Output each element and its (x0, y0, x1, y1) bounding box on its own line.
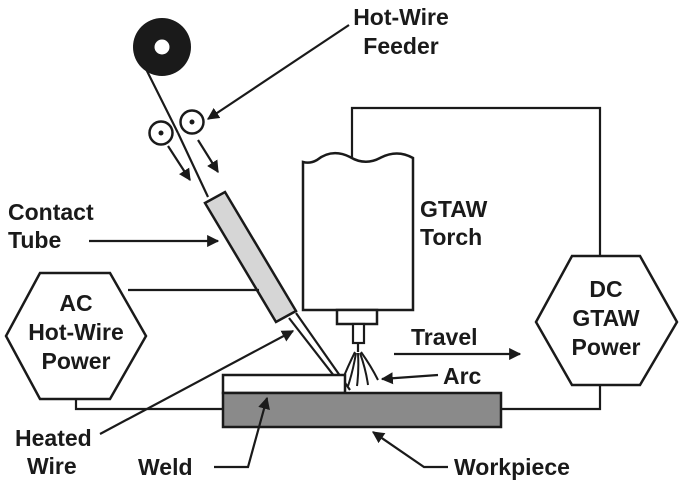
weld-pointer (214, 396, 270, 469)
label-heated-wire-1: Heated (15, 425, 92, 451)
arc-pointer (380, 372, 439, 385)
label-contact-tube-1: Contact (8, 199, 94, 225)
gtaw-torch (301, 151, 415, 352)
label-heated-wire-2: Wire (27, 453, 77, 479)
label-ac-power-3: Power (41, 348, 110, 374)
label-arc: Arc (443, 363, 482, 389)
callout-arrows (89, 24, 522, 469)
heated-wire-pointer (99, 330, 295, 435)
contact-tube (203, 190, 298, 324)
wire-spool (133, 18, 191, 76)
label-gtaw-torch-2: Torch (420, 224, 482, 250)
label-ac-power-2: Hot-Wire (28, 319, 124, 345)
feed-direction-arrows (167, 139, 219, 182)
power-cables (74, 106, 602, 411)
label-weld: Weld (138, 454, 193, 480)
label-dc-power-3: Power (571, 334, 640, 360)
label-contact-tube-2: Tube (8, 227, 61, 253)
label-hot-wire-feeder-1: Hot-Wire (353, 4, 449, 30)
feeder-pointer (206, 24, 350, 120)
dc-gtaw-power-box (534, 254, 679, 387)
feeder-rollers (148, 109, 205, 146)
ac-hot-wire-power-box (4, 271, 148, 401)
label-hot-wire-feeder-2: Feeder (363, 33, 438, 59)
label-dc-power-2: GTAW (572, 305, 640, 331)
label-workpiece: Workpiece (454, 454, 570, 480)
label-travel: Travel (411, 324, 478, 350)
label-ac-power-1: AC (59, 290, 92, 316)
workpiece-pointer (372, 431, 448, 469)
label-dc-power-1: DC (589, 276, 622, 302)
weld-bead (221, 373, 347, 395)
label-gtaw-torch-1: GTAW (420, 196, 488, 222)
